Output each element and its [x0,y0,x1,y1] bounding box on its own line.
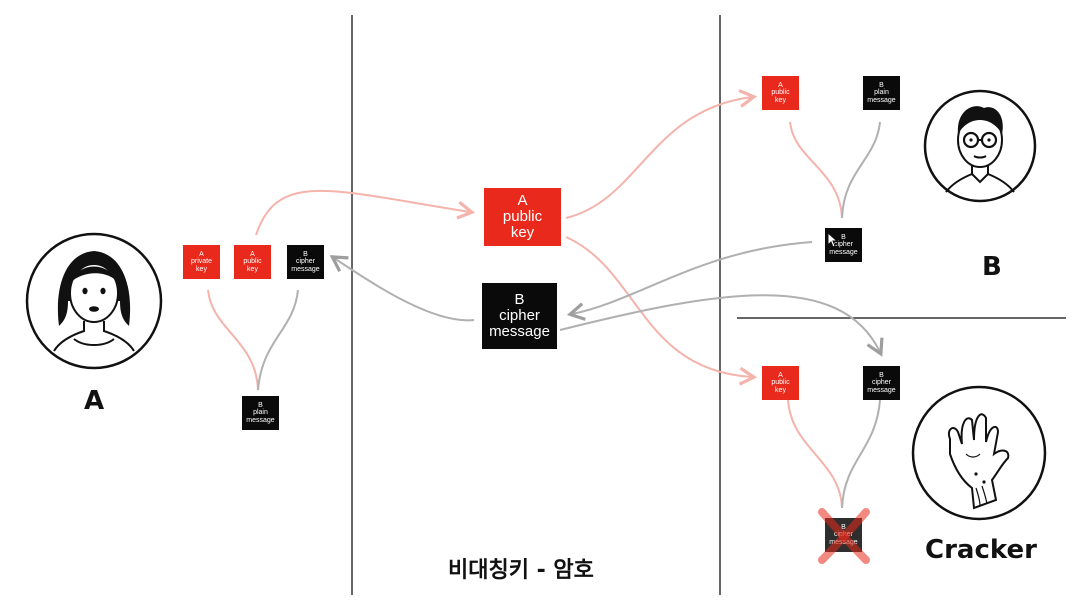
woman-avatar-icon [25,232,163,370]
person-b-label: B [982,252,1002,282]
center-public-key-to-cracker-arrow [565,236,758,386]
cracker-key-to-result-curve [787,399,843,509]
a-key-to-plain-curve [207,289,259,391]
cracker-hand-icon [911,385,1047,521]
person-a-label: A [84,386,105,416]
diagram-title: 비대칭키 - 암호 [448,558,594,583]
a-cipher-to-plain-curve [257,289,299,391]
b-key-to-cipher-curve [789,121,843,219]
cracker-cipher-to-result-curve [841,399,881,509]
center-cipher-to-cracker-arrow [559,294,884,357]
b-cipher-to-center-arrow [566,241,813,321]
center-cipher-to-a-arrow [329,255,475,322]
center-public-key-to-b-arrow [565,89,758,219]
a-public-key-to-center-arrow [255,189,476,236]
man-with-glasses-avatar-icon [923,89,1037,203]
b-plain-to-cipher-curve [841,121,881,219]
mouse-cursor-icon [827,232,839,248]
cracker-label: Cracker [925,535,1037,565]
cross-out-icon [818,508,870,564]
